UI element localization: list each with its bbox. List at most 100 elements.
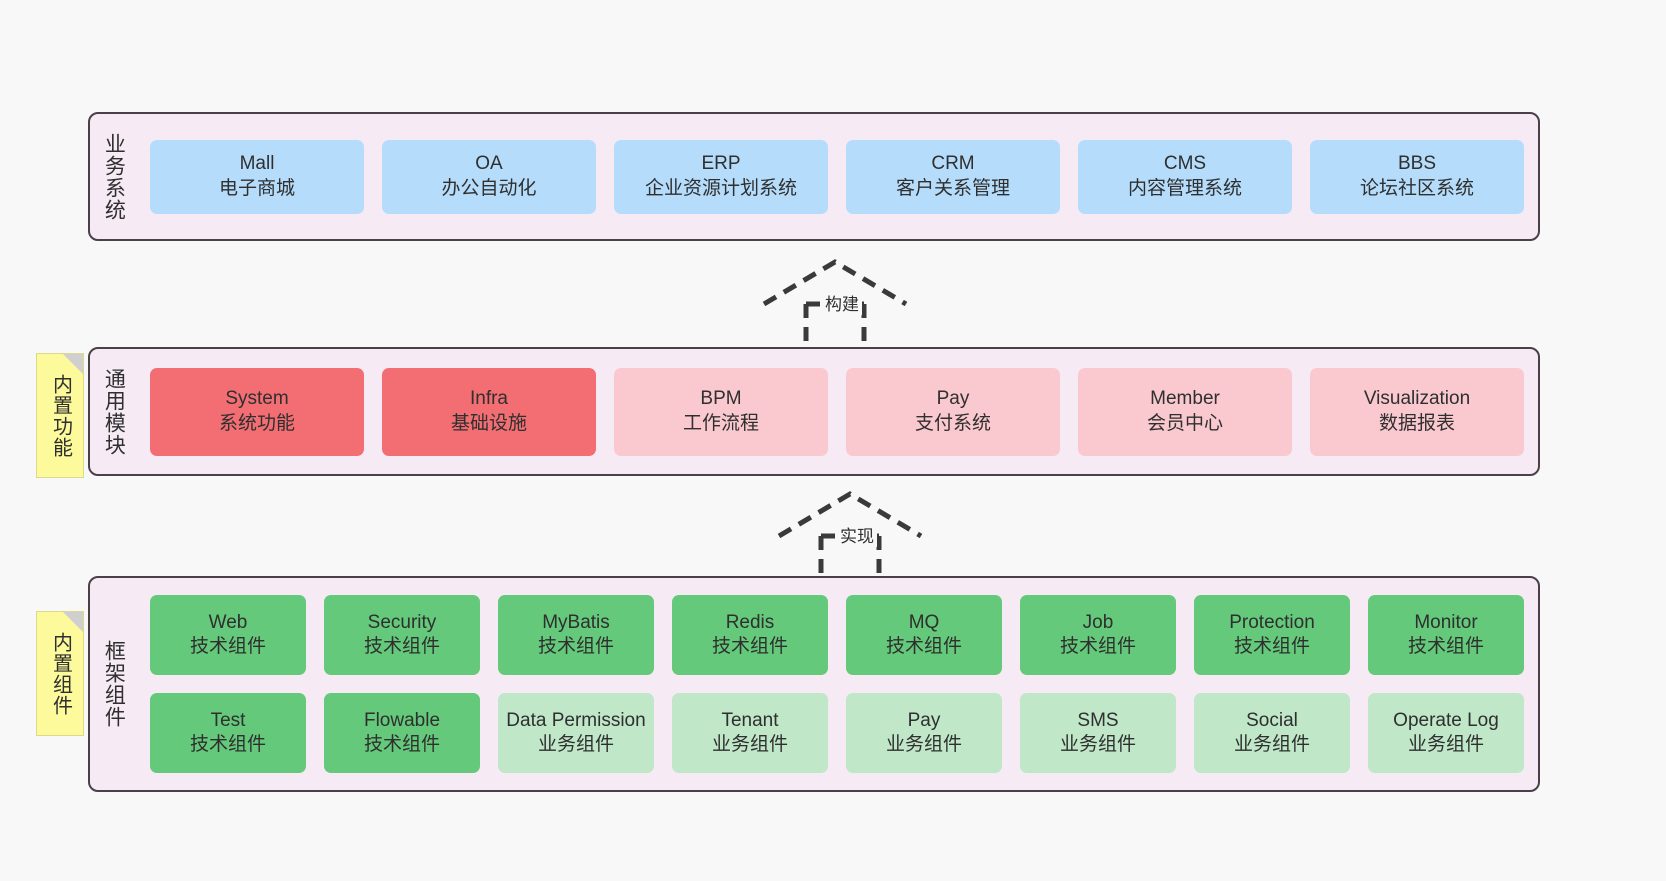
layer-common-modules-label: 通用模块 bbox=[102, 367, 126, 456]
card-subtitle: 业务组件 bbox=[711, 734, 788, 755]
card-subtitle: 技术组件 bbox=[189, 636, 266, 657]
card-infra[interactable]: Infra 基础设施 bbox=[382, 367, 596, 456]
card-subtitle: 电子商城 bbox=[218, 177, 295, 199]
card-title: MyBatis bbox=[542, 611, 610, 633]
card-sms[interactable]: SMS 业务组件 bbox=[1020, 693, 1176, 773]
card-member[interactable]: Member 会员中心 bbox=[1078, 367, 1292, 456]
connector-build: 构建 bbox=[760, 258, 910, 344]
card-subtitle: 技术组件 bbox=[363, 734, 440, 755]
card-title: Web bbox=[208, 611, 248, 633]
card-subtitle: 技术组件 bbox=[189, 734, 266, 755]
layer-common-modules-body: System 系统功能 Infra 基础设施 BPM 工作流程 Pay 支付系统… bbox=[136, 349, 1538, 474]
card-title: Pay bbox=[907, 709, 941, 731]
card-title: Tenant bbox=[721, 709, 779, 731]
card-title: Test bbox=[210, 709, 246, 731]
card-redis[interactable]: Redis 技术组件 bbox=[672, 595, 828, 675]
framework-tech-row: Web 技术组件 Security 技术组件 MyBatis 技术组件 Redi… bbox=[150, 595, 1524, 675]
card-title: OA bbox=[475, 153, 503, 175]
framework-business-row: Test 技术组件 Flowable 技术组件 Data Permission … bbox=[150, 693, 1524, 773]
card-title: CMS bbox=[1163, 153, 1207, 175]
card-subtitle: 技术组件 bbox=[1233, 636, 1310, 657]
card-title: BBS bbox=[1397, 153, 1437, 175]
layer-framework-components-label: 框架组件 bbox=[102, 640, 126, 728]
layer-business-systems: 业务系统 Mall 电子商城 OA 办公自动化 ERP 企业资源计划系统 CRM… bbox=[88, 112, 1540, 241]
card-subtitle: 数据报表 bbox=[1378, 412, 1455, 434]
common-card-row: System 系统功能 Infra 基础设施 BPM 工作流程 Pay 支付系统… bbox=[150, 367, 1524, 456]
layer-common-modules: 通用模块 System 系统功能 Infra 基础设施 BPM 工作流程 Pay… bbox=[88, 347, 1540, 476]
card-oa[interactable]: OA 办公自动化 bbox=[382, 139, 596, 214]
note-builtin-functions-label: 内置功能 bbox=[49, 373, 72, 458]
card-flowable[interactable]: Flowable 技术组件 bbox=[324, 693, 480, 773]
card-title: SMS bbox=[1077, 709, 1119, 731]
card-title: System bbox=[225, 388, 289, 410]
card-title: CRM bbox=[931, 153, 975, 175]
card-pay-component[interactable]: Pay 业务组件 bbox=[846, 693, 1002, 773]
layer-framework-components-body: Web 技术组件 Security 技术组件 MyBatis 技术组件 Redi… bbox=[136, 578, 1538, 790]
note-builtin-components: 内置组件 bbox=[36, 611, 84, 736]
note-fold-corner-icon bbox=[63, 612, 83, 632]
card-title: Social bbox=[1246, 709, 1298, 731]
connector-build-label: 构建 bbox=[822, 290, 862, 315]
card-title: Member bbox=[1150, 388, 1220, 410]
card-mybatis[interactable]: MyBatis 技术组件 bbox=[498, 595, 654, 675]
card-title: Security bbox=[367, 611, 437, 633]
card-crm[interactable]: CRM 客户关系管理 bbox=[846, 139, 1060, 214]
card-title: Mall bbox=[239, 153, 275, 175]
connector-implement-label: 实现 bbox=[837, 522, 877, 547]
card-title: Job bbox=[1082, 611, 1114, 633]
card-tenant[interactable]: Tenant 业务组件 bbox=[672, 693, 828, 773]
note-builtin-functions: 内置功能 bbox=[36, 353, 84, 478]
card-title: Flowable bbox=[363, 709, 441, 731]
card-cms[interactable]: CMS 内容管理系统 bbox=[1078, 139, 1292, 214]
card-title: Redis bbox=[725, 611, 775, 633]
card-subtitle: 技术组件 bbox=[537, 636, 614, 657]
card-subtitle: 客户关系管理 bbox=[895, 177, 1010, 199]
card-title: Pay bbox=[936, 388, 970, 410]
card-protection[interactable]: Protection 技术组件 bbox=[1194, 595, 1350, 675]
card-operate-log[interactable]: Operate Log 业务组件 bbox=[1368, 693, 1524, 773]
card-title: ERP bbox=[701, 153, 741, 175]
card-erp[interactable]: ERP 企业资源计划系统 bbox=[614, 139, 828, 214]
card-title: Infra bbox=[469, 388, 509, 410]
card-data-permission[interactable]: Data Permission 业务组件 bbox=[498, 693, 654, 773]
card-pay-module[interactable]: Pay 支付系统 bbox=[846, 367, 1060, 456]
card-system[interactable]: System 系统功能 bbox=[150, 367, 364, 456]
card-subtitle: 内容管理系统 bbox=[1127, 177, 1242, 199]
layer-framework-components: 框架组件 Web 技术组件 Security 技术组件 MyBatis 技术组件… bbox=[88, 576, 1540, 792]
card-subtitle: 技术组件 bbox=[363, 636, 440, 657]
card-subtitle: 支付系统 bbox=[914, 412, 991, 434]
card-subtitle: 技术组件 bbox=[711, 636, 788, 657]
card-security[interactable]: Security 技术组件 bbox=[324, 595, 480, 675]
card-subtitle: 业务组件 bbox=[885, 734, 962, 755]
card-subtitle: 技术组件 bbox=[885, 636, 962, 657]
card-test[interactable]: Test 技术组件 bbox=[150, 693, 306, 773]
card-subtitle: 企业资源计划系统 bbox=[644, 177, 797, 199]
card-social[interactable]: Social 业务组件 bbox=[1194, 693, 1350, 773]
card-title: MQ bbox=[908, 611, 940, 633]
card-title: Monitor bbox=[1414, 611, 1478, 633]
card-subtitle: 业务组件 bbox=[1407, 734, 1484, 755]
connector-implement: 实现 bbox=[775, 490, 925, 576]
card-subtitle: 技术组件 bbox=[1407, 636, 1484, 657]
card-monitor[interactable]: Monitor 技术组件 bbox=[1368, 595, 1524, 675]
card-bpm[interactable]: BPM 工作流程 bbox=[614, 367, 828, 456]
note-fold-corner-icon bbox=[63, 354, 83, 374]
card-visualization[interactable]: Visualization 数据报表 bbox=[1310, 367, 1524, 456]
card-bbs[interactable]: BBS 论坛社区系统 bbox=[1310, 139, 1524, 214]
card-job[interactable]: Job 技术组件 bbox=[1020, 595, 1176, 675]
layer-business-systems-body: Mall 电子商城 OA 办公自动化 ERP 企业资源计划系统 CRM 客户关系… bbox=[136, 114, 1538, 239]
layer-business-systems-label: 业务系统 bbox=[102, 132, 126, 221]
card-title: Protection bbox=[1229, 611, 1315, 633]
card-title: BPM bbox=[700, 388, 742, 410]
card-mall[interactable]: Mall 电子商城 bbox=[150, 139, 364, 214]
card-title: Data Permission bbox=[506, 709, 646, 731]
note-builtin-components-label: 内置组件 bbox=[49, 631, 72, 716]
business-card-row: Mall 电子商城 OA 办公自动化 ERP 企业资源计划系统 CRM 客户关系… bbox=[150, 139, 1524, 214]
card-subtitle: 基础设施 bbox=[450, 412, 527, 434]
card-subtitle: 技术组件 bbox=[1059, 636, 1136, 657]
card-subtitle: 论坛社区系统 bbox=[1359, 177, 1474, 199]
card-subtitle: 业务组件 bbox=[1233, 734, 1310, 755]
card-web[interactable]: Web 技术组件 bbox=[150, 595, 306, 675]
card-mq[interactable]: MQ 技术组件 bbox=[846, 595, 1002, 675]
